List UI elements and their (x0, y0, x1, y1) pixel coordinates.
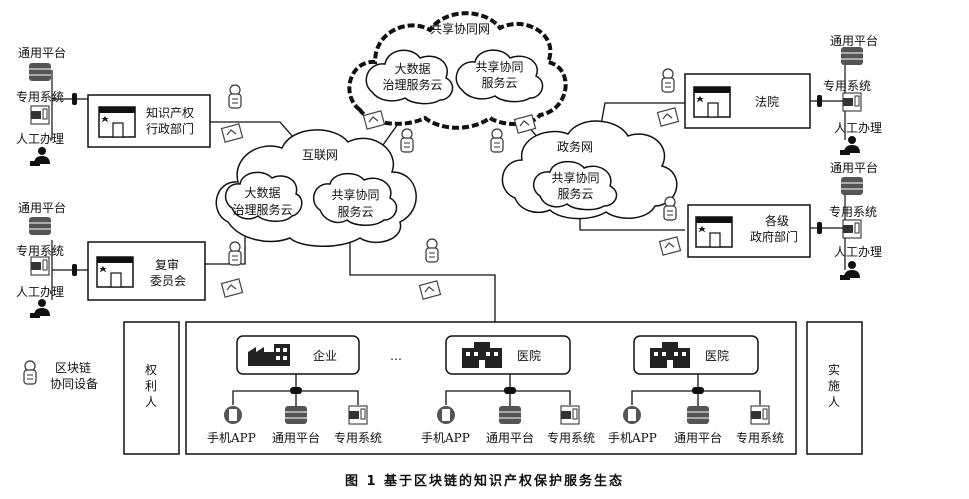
sys-icon (30, 256, 50, 276)
court-label: 法院 (755, 95, 780, 109)
system-stack-lines (51, 58, 846, 300)
enterprise-label: 企业 (313, 349, 338, 363)
ellipsis-label: … (390, 349, 402, 363)
dedicated-system-label: 专用系统 (16, 90, 65, 104)
connector-joints (72, 93, 822, 394)
sys-icon (842, 92, 862, 112)
general-platform-label: 通用平台 (272, 431, 321, 445)
ip-admin-label-line2: 行政部门 (146, 122, 195, 136)
person-icon (840, 261, 860, 280)
general-platform-label: 通用平台 (18, 46, 67, 60)
person-icon (840, 136, 860, 155)
database-icon (840, 176, 864, 196)
gov-label-line2: 政府部门 (750, 230, 799, 244)
gov-shared-line2: 服务云 (557, 187, 594, 201)
dedicated-system-label: 专用系统 (334, 431, 383, 445)
gov-office (687, 204, 811, 258)
ip-admin-office (87, 94, 211, 148)
dedicated-system-label: 专用系统 (547, 431, 596, 445)
shared-network-label: 共享协同网 (429, 22, 490, 36)
mobile-app-label: 手机APP (608, 431, 657, 445)
big-data-cloud-label-line2: 治理服务云 (382, 78, 443, 92)
review-label-line1: 复审 (155, 258, 180, 272)
right-top-systems (840, 46, 864, 155)
database-icon (840, 46, 864, 66)
internet-label: 互联网 (301, 148, 338, 162)
court-office (684, 73, 811, 129)
shared-cloud-label-line2: 服务云 (481, 76, 518, 90)
dedicated-system-label: 专用系统 (823, 79, 872, 93)
general-platform-label: 通用平台 (674, 431, 723, 445)
dedicated-system-label: 专用系统 (736, 431, 785, 445)
review-committee-office (87, 241, 206, 301)
general-platform-label: 通用平台 (486, 431, 535, 445)
ip-admin-label-line1: 知识产权 (146, 106, 195, 120)
implementer-label: 实施人 (828, 363, 841, 409)
general-platform-label: 通用平台 (830, 34, 879, 48)
bottom-device-icons (224, 405, 770, 425)
mobile-app-label: 手机APP (421, 431, 470, 445)
left-bottom-systems (28, 216, 52, 318)
sys-icon (30, 105, 50, 125)
rights-holder-label: 权利人 (145, 363, 158, 409)
internet-shared-line1: 共享协同 (331, 188, 380, 202)
hospital-label: 医院 (517, 349, 542, 363)
manual-label: 人工办理 (16, 285, 65, 299)
internet-shared-line2: 服务云 (337, 205, 374, 219)
general-platform-label: 通用平台 (18, 201, 67, 215)
legend-device-line2: 协同设备 (50, 377, 99, 391)
person-icon (30, 147, 50, 166)
database-icon (28, 62, 52, 82)
manual-label: 人工办理 (16, 132, 65, 146)
internet-cloud (215, 129, 417, 247)
dedicated-system-label: 专用系统 (829, 205, 878, 219)
right-bottom-systems (840, 176, 864, 280)
mobile-app-label: 手机APP (207, 431, 256, 445)
gov-network-cloud (501, 120, 678, 220)
figure-caption: 图 1 基于区块链的知识产权保护服务生态 (344, 474, 625, 489)
sys-icon (842, 219, 862, 239)
big-data-cloud-label-line1: 大数据 (394, 62, 431, 76)
database-icon (28, 216, 52, 236)
dedicated-system-label: 专用系统 (16, 244, 65, 258)
shared-network-cloud (347, 11, 568, 130)
person-icon (30, 299, 50, 318)
general-platform-label: 通用平台 (830, 161, 879, 175)
gov-shared-line1: 共享协同 (551, 171, 600, 185)
manual-label: 人工办理 (834, 121, 883, 135)
internet-big-data-line1: 大数据 (244, 186, 281, 200)
internet-big-data-line2: 治理服务云 (232, 203, 293, 217)
gov-network-label: 政务网 (556, 140, 593, 154)
left-top-systems (28, 62, 52, 166)
gov-label-line1: 各级 (765, 214, 790, 228)
bottom-frame (123, 321, 863, 455)
hospital-label: 医院 (705, 349, 730, 363)
manual-label: 人工办理 (834, 245, 883, 259)
review-label-line2: 委员会 (150, 274, 187, 288)
shared-cloud-label-line1: 共享协同 (475, 60, 524, 74)
legend-device-line1: 区块链 (55, 361, 92, 375)
